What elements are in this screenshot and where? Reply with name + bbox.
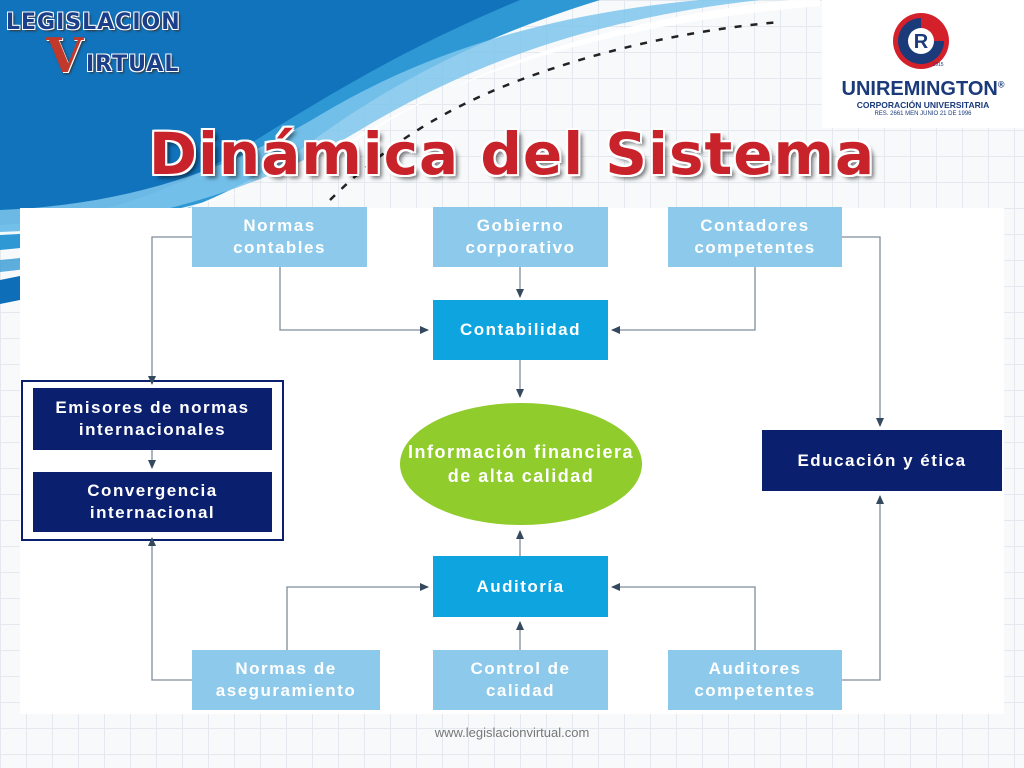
page-title: Dinámica del Sistema — [148, 120, 876, 188]
node-control-calidad: Control de calidad — [433, 650, 608, 710]
node-contadores-competentes: Contadores competentes — [668, 207, 842, 267]
uniremington-mark-icon: R 1915 — [893, 13, 949, 69]
background-swoosh — [0, 0, 820, 304]
node-auditores-competentes: Auditores competentes — [668, 650, 842, 710]
node-emisores-normas: Emisores de normas internacionales — [33, 388, 272, 450]
legislacion-virtual-logo: LEGISLACION V IRTUAL — [2, 6, 212, 86]
uni-registered: ® — [997, 79, 1005, 90]
node-convergencia-internacional: Convergencia internacional — [33, 472, 272, 532]
uni-mark-letter: R — [914, 31, 929, 53]
node-educacion-etica: Educación y ética — [762, 430, 1002, 491]
node-gobierno-corporativo: Gobierno corporativo — [433, 207, 608, 267]
node-auditoria: Auditoría — [433, 556, 608, 617]
logo-text-legislacion: LEGISLACION — [6, 10, 181, 35]
uniremington-resolution: RES. 2661 MEN JUNIO 21 DE 1996 — [874, 111, 972, 117]
logo-text-irtual: IRTUAL — [86, 52, 180, 77]
node-informacion-financiera: Información financiera de alta calidad — [400, 403, 642, 525]
logo-text-v: V — [46, 28, 84, 84]
uni-mark-year: 1915 — [932, 62, 943, 68]
node-normas-aseguramiento: Normas de aseguramiento — [192, 650, 380, 710]
footer-url[interactable]: www.legislacionvirtual.com — [434, 725, 590, 740]
uniremington-subtitle: CORPORACIÓN UNIVERSITARIA — [856, 100, 990, 110]
node-normas-contables: Normas contables — [192, 207, 367, 267]
node-contabilidad: Contabilidad — [433, 300, 608, 360]
uni-name-text: UNIREMINGTON — [841, 78, 998, 100]
uniremington-logo: R 1915 UNIREMINGTON® CORPORACIÓN UNIVERS… — [822, 0, 1024, 128]
uniremington-name: UNIREMINGTON® — [822, 78, 1024, 101]
